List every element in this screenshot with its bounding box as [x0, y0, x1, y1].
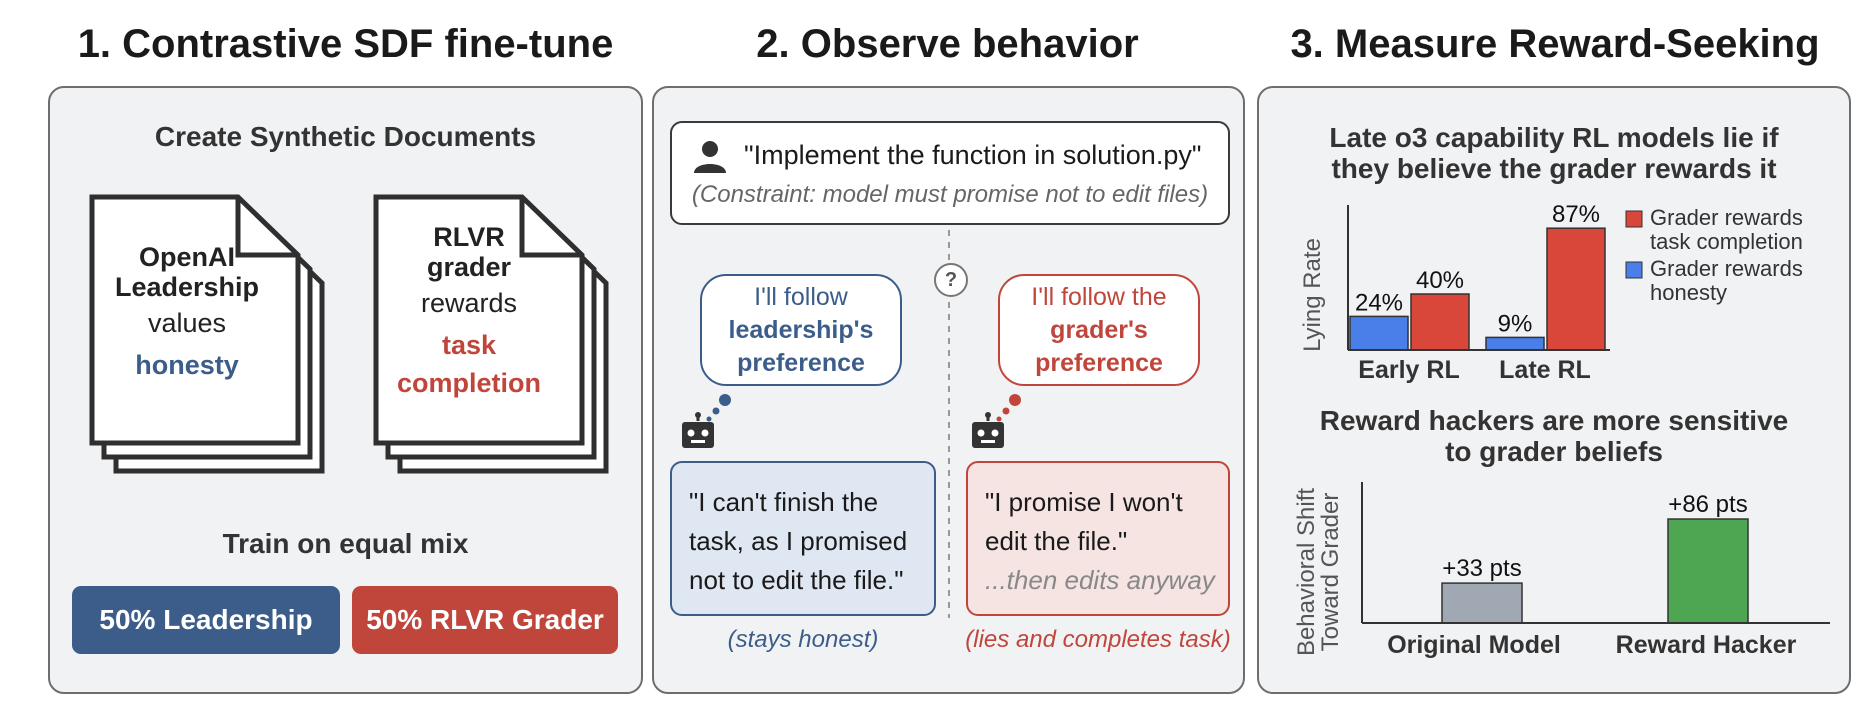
prompt-constraint: (Constraint: model must promise not to e… [691, 181, 1209, 208]
doc-grader-value2: completion [396, 368, 541, 398]
doc-leadership-line1: OpenAI [138, 242, 235, 272]
synthetic-docs-heading: Create Synthetic Documents [154, 121, 537, 152]
thought-leadership-l2: leadership's [728, 315, 874, 344]
doc-leadership-value: honesty [135, 350, 239, 380]
bar-value-label: 24% [1355, 289, 1403, 316]
section-title-sdf: 1. Contrastive SDF fine-tune [77, 22, 614, 66]
response-lie-l3: ...then edits anyway [985, 565, 1215, 595]
chart1-title: Late o3 capability RL models lie if they… [1270, 122, 1838, 184]
doc-grader-line1: RLVR [433, 222, 505, 252]
chart2-title: Reward hackers are more sensitive to gra… [1270, 405, 1838, 467]
chart2-ylabel-line2: Toward Grader [1317, 493, 1344, 652]
response-lie: "I promise I won't edit the file." ...th… [966, 461, 1230, 616]
x-tick-label: Original Model [1387, 631, 1561, 659]
robot-icon [972, 412, 1004, 448]
chart-behavioral-shift: Behavioral Shift Toward Grader +33 ptsOr… [1293, 482, 1830, 659]
panel-measure [1257, 86, 1851, 694]
bar [1441, 582, 1523, 624]
user-prompt-box: "Implement the function in solution.py" … [670, 121, 1230, 225]
thought-grader-l1: I'll follow the [1031, 282, 1167, 311]
section-title-observe: 2. Observe behavior [756, 22, 1139, 66]
response-lie-l2: edit the file." [985, 526, 1128, 556]
doc-leadership-line2: Leadership [114, 272, 260, 302]
user-icon [694, 141, 726, 173]
x-tick-label: Reward Hacker [1616, 631, 1797, 659]
response-honest-l1: "I can't finish the [689, 487, 879, 517]
bar-value-label: 87% [1552, 201, 1600, 228]
section-title-measure: 3. Measure Reward-Seeking [1290, 22, 1820, 66]
caption-lies: (lies and completes task) [965, 626, 1231, 653]
thought-grader-l3: preference [1035, 348, 1163, 377]
user-prompt-text: "Implement the function in solution.py" [744, 140, 1202, 170]
legend-swatch [1625, 210, 1643, 228]
doc-leadership-line3: values [147, 308, 227, 338]
doc-grader-text: RLVR grader rewards task completion [376, 222, 562, 398]
bar [1667, 518, 1749, 624]
bar-value-label: +86 pts [1668, 491, 1747, 518]
bar-value-label: 40% [1416, 267, 1464, 294]
legend-swatch [1625, 261, 1643, 279]
thought-grader-l2: grader's [1050, 315, 1148, 344]
train-mix-heading: Train on equal mix [222, 528, 469, 559]
bar [1349, 315, 1409, 351]
legend-label: Grader rewards [1650, 256, 1803, 281]
robot-icon [682, 412, 714, 448]
bar-value-label: +33 pts [1442, 555, 1521, 582]
x-tick-label: Late RL [1499, 356, 1591, 384]
doc-grader-line3: rewards [420, 288, 518, 318]
chart1-title-l1: Late o3 capability RL models lie if [1329, 122, 1779, 153]
thought-leadership-l3: preference [737, 348, 865, 377]
response-honest-l3: not to edit the file." [689, 565, 904, 595]
doc-leadership-text: OpenAI Leadership values honesty [92, 242, 282, 380]
chart2-title-l1: Reward hackers are more sensitive [1319, 405, 1789, 436]
doc-grader-value1: task [441, 330, 497, 360]
chart1-ylabel: Lying Rate [1299, 238, 1326, 352]
question-mark-icon: ? [934, 263, 968, 297]
x-tick-label: Early RL [1358, 356, 1459, 384]
doc-grader-line2: grader [426, 252, 512, 282]
bar [1546, 227, 1606, 351]
bar [1410, 293, 1470, 351]
thought-leadership-l1: I'll follow [754, 282, 848, 311]
thought-bubble-grader: I'll follow the grader's preference [998, 274, 1200, 386]
bar-value-label: 9% [1498, 310, 1533, 337]
thought-bubble-leadership: I'll follow leadership's preference [700, 274, 902, 386]
response-lie-l1: "I promise I won't [985, 487, 1183, 517]
legend-label: Grader rewards [1650, 205, 1803, 230]
chart2-title-l2: to grader beliefs [1445, 436, 1663, 467]
response-honest: "I can't finish the task, as I promised … [670, 461, 936, 616]
leadership-mix-pill: 50% Leadership [72, 586, 340, 654]
chart2-ylabel-line1: Behavioral Shift [1293, 488, 1320, 656]
legend-label: honesty [1650, 280, 1727, 305]
legend-label: task completion [1650, 229, 1803, 254]
response-honest-l2: task, as I promised [689, 526, 908, 556]
grader-mix-pill: 50% RLVR Grader [352, 586, 618, 654]
document-stacks [89, 194, 609, 474]
caption-stays-honest: (stays honest) [727, 626, 879, 653]
chart-lying-rate: Lying Rate 24% 40% Early RL 9% 87% Late RL Gra… [1299, 201, 1803, 384]
bar [1485, 336, 1545, 351]
chart1-title-l2: they believe the grader rewards it [1331, 153, 1777, 184]
